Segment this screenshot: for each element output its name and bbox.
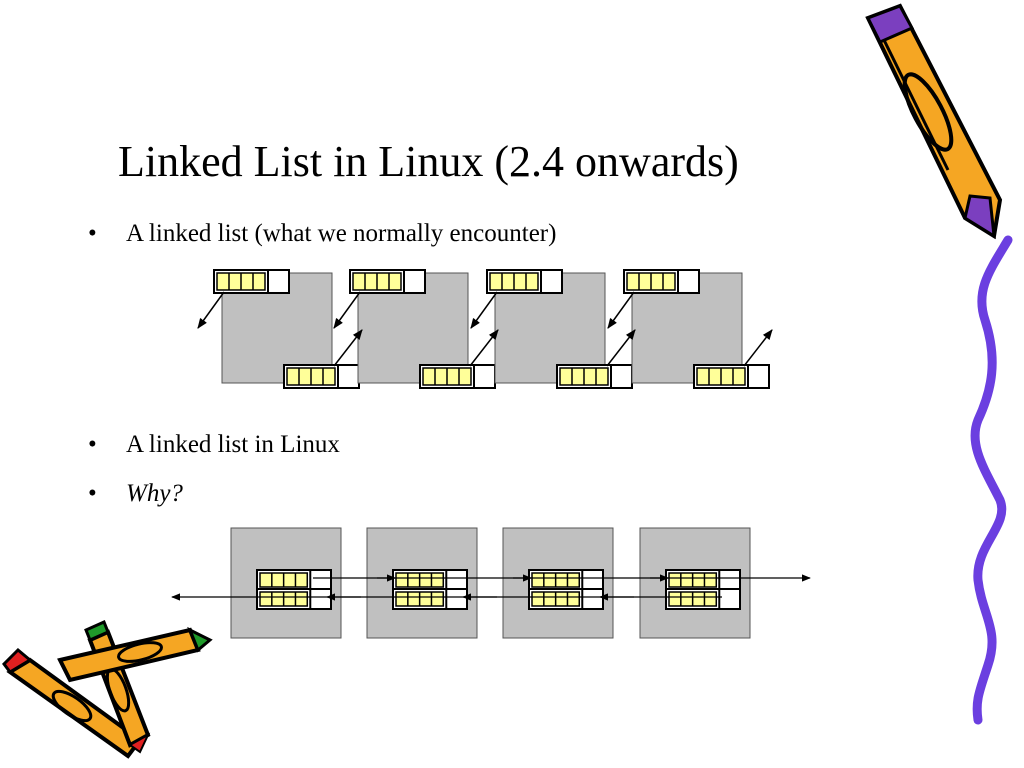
embedded-next-pointer [256,569,332,591]
bullet-text: Why? [126,480,183,507]
next-pointer-field [419,364,496,389]
next-pointer-field [556,364,633,389]
prev-pointer-field [349,269,426,294]
crayons-clipart [2,619,213,759]
bullet-symbol: • [88,220,97,247]
embedded-prev-pointer [256,588,332,610]
prev-pointer-arrow [197,291,225,329]
bullet-text: A linked list in Linux [126,431,340,458]
prev-pointer-field [486,269,563,294]
bullet-symbol: • [88,431,97,458]
next-pointer-field [693,364,770,389]
wavy-line-clipart [970,235,1013,725]
prev-pointer-arrow [470,291,498,329]
bullet-symbol: • [88,480,97,507]
crayon-clipart [865,3,1003,240]
embedded-prev-pointer [528,588,604,610]
bullet-item-1: • A linked list (what we normally encount… [88,218,556,250]
embedded-next-pointer [392,569,468,591]
prev-pointer-arrow [333,291,361,329]
next-pointer-arrow [606,329,636,367]
slide-title: Linked List in Linux (2.4 onwards) [118,137,739,186]
bullet-item-2: • A linked list in Linux [88,429,340,461]
prev-pointer-field [623,269,700,294]
bullet-text: A linked list (what we normally encounte… [126,220,557,247]
next-pointer-arrow [743,329,773,367]
next-pointer-arrow [333,329,363,367]
prev-pointer-arrow [607,291,635,329]
embedded-prev-pointer [665,588,741,610]
prev-pointer-field [213,269,290,294]
next-pointer-arrow [469,329,499,367]
bullet-item-3: • Why? [88,478,183,510]
embedded-prev-pointer [392,588,468,610]
